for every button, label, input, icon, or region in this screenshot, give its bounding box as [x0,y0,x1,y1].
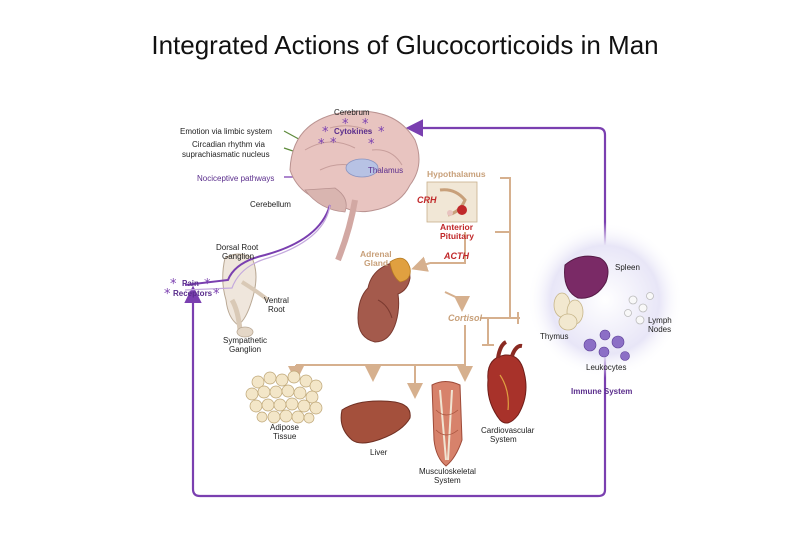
cardiovascular-label-1: Cardiovascular [481,426,535,435]
svg-text:*: * [164,287,171,302]
adrenal-label-1: Adrenal [360,249,392,259]
svg-text:*: * [213,287,220,302]
svg-text:*: * [204,277,211,292]
page-title: Integrated Actions of Glucocorticoids in… [151,30,659,60]
heart-illustration [487,340,527,424]
hypothalamus-label: Hypothalamus [427,169,486,179]
spinal-cord-illustration [184,204,331,338]
nociceptive-label: Nociceptive pathways [197,174,274,183]
musculoskeletal-label-2: System [434,476,461,485]
adipose-label-2: Tissue [273,432,297,441]
svg-text:*: * [318,137,325,152]
cortisol-label: Cortisol [448,313,483,323]
svg-text:*: * [362,117,369,132]
lymph-label-2: Nodes [648,325,671,334]
immune-system-label: Immune System [571,387,632,396]
circadian-label-2: suprachiasmatic nucleus [182,150,270,159]
svg-text:*: * [368,137,375,152]
pituitary-inset [426,181,478,223]
svg-text:*: * [342,117,349,132]
cytokine-markers: *** *** * ** ** [164,117,385,302]
feedback-loop [184,119,607,498]
cytokines-label: Cytokines [334,127,373,136]
spleen-label: Spleen [615,263,640,272]
dorsal-root-label-2: Ganglion [222,252,254,261]
cerebellum-label: Cerebellum [250,200,291,209]
cerebrum-label: Cerebrum [334,108,370,117]
acth-label: ACTH [443,251,469,261]
pain-label: Pain [182,279,199,288]
adrenal-kidney-illustration [357,257,411,343]
svg-text:*: * [330,136,337,151]
cardiovascular-label-2: System [490,435,517,444]
svg-text:*: * [322,125,329,140]
ventral-root-label-1: Ventral [264,296,289,305]
musculoskeletal-illustration [431,381,463,467]
circadian-label-1: Circadian rhythm via [192,140,265,149]
immune-system-illustration [527,222,683,378]
hormone-cascade [288,177,520,399]
brain-illustration [289,110,420,262]
anterior-label-2: Pituitary [440,231,474,241]
liver-label: Liver [370,448,388,457]
sympathetic-label-2: Ganglion [229,345,261,354]
adrenal-label-2: Gland [364,258,388,268]
crh-label: CRH [417,195,437,205]
lymph-label-1: Lymph [648,316,672,325]
leukocytes-label: Leukocytes [586,363,626,372]
svg-text:*: * [170,277,177,292]
liver-illustration [340,400,411,444]
svg-text:*: * [378,125,385,140]
dorsal-root-label-1: Dorsal Root [216,243,259,252]
receptors-label: Receptors [173,289,213,298]
musculoskeletal-label-1: Musculoskeletal [419,467,476,476]
adipose-illustration [245,370,323,424]
adipose-label-1: Adipose [270,423,299,432]
thalamus-label: Thalamus [368,166,403,175]
sympathetic-label-1: Sympathetic [223,336,267,345]
ventral-root-label-2: Root [268,305,286,314]
emotion-label: Emotion via limbic system [180,127,272,136]
anterior-label-1: Anterior [440,222,474,232]
thymus-label: Thymus [540,332,568,341]
